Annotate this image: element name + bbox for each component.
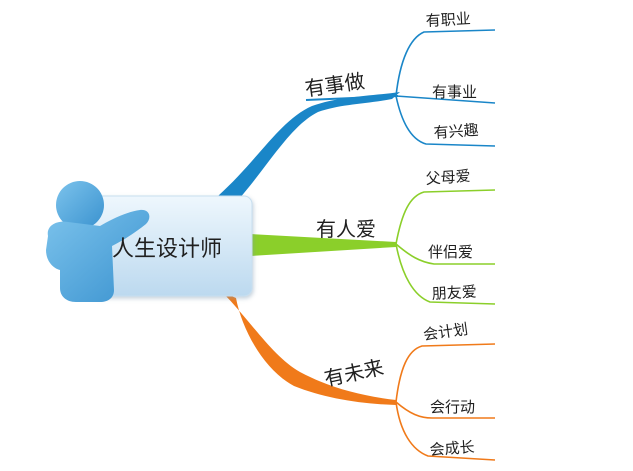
leaf-line-work-2: [395, 95, 496, 104]
leaf-line-future-3: [395, 401, 496, 461]
leaf-love-2: 伴侣爱: [428, 243, 473, 261]
center-label: 人生设计师: [112, 237, 222, 262]
leaf-work-1: 有职业: [425, 10, 471, 30]
person-pointing-icon: [46, 181, 150, 302]
branch-work-underline: [305, 95, 399, 101]
branch-future-trunk: [222, 292, 396, 405]
leaf-love-1: 父母爱: [425, 167, 471, 188]
leaf-future-2: 会行动: [430, 398, 475, 416]
leaf-line-love-1: [395, 189, 496, 245]
figure-head: [56, 181, 104, 229]
figure-body: [46, 209, 150, 302]
leaf-future-3: 会成长: [429, 438, 475, 459]
leaf-future-1: 会计划: [422, 320, 469, 344]
leaf-work-3: 有兴趣: [433, 121, 479, 142]
leaf-line-work-3: [395, 95, 496, 147]
leaf-line-future-1: [395, 343, 496, 403]
leaf-line-love-3: [395, 243, 496, 305]
branch-future: 有未来 会计划 会行动 会成长: [222, 292, 496, 461]
leaf-line-love-2: [395, 243, 495, 265]
branch-love-underline: [299, 241, 397, 245]
leaf-work-2: 有事业: [432, 83, 477, 101]
branch-future-underline: [317, 389, 397, 403]
leaf-line-future-2: [395, 401, 495, 419]
branch-work-trunk: [218, 92, 400, 200]
branch-work-label: 有事做: [303, 69, 366, 101]
leaf-love-3: 朋友爱: [431, 283, 477, 303]
branch-love-trunk: [250, 234, 396, 256]
branch-work: 有事做 有职业 有事业 有兴趣: [218, 10, 496, 200]
branch-love: 有人爱 父母爱 伴侣爱 朋友爱: [250, 167, 496, 305]
leaf-line-work-1: [395, 29, 496, 97]
branch-love-label: 有人爱: [316, 217, 376, 241]
branch-future-label: 有未来: [322, 355, 386, 391]
